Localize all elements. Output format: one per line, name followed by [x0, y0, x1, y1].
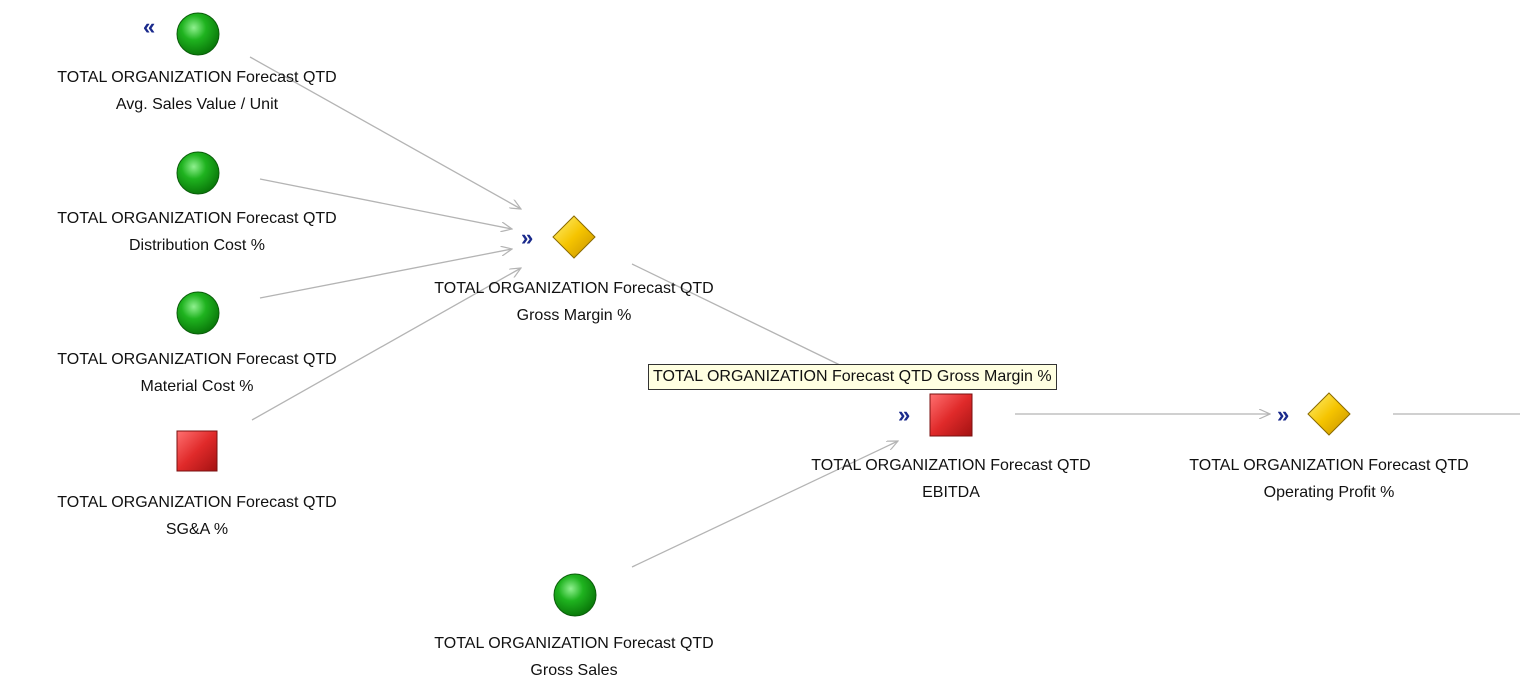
- node-label-distribution-cost: TOTAL ORGANIZATION Forecast QTD Distribu…: [0, 205, 407, 259]
- node-label-line1: TOTAL ORGANIZATION Forecast QTD: [57, 351, 337, 368]
- node-label-avg-sales: TOTAL ORGANIZATION Forecast QTD Avg. Sal…: [0, 64, 407, 118]
- node-label-line2: Operating Profit %: [1263, 484, 1395, 501]
- node-label-line1: TOTAL ORGANIZATION Forecast QTD: [57, 494, 337, 511]
- node-label-line2: SG&A %: [165, 521, 229, 538]
- status-yellow-diamond-icon[interactable]: [551, 214, 597, 260]
- node-label-line2: Gross Sales: [530, 662, 618, 679]
- node-label-operating-profit: TOTAL ORGANIZATION Forecast QTD Operatin…: [1119, 452, 1520, 506]
- status-green-circle-icon[interactable]: [175, 290, 221, 336]
- status-green-circle-icon[interactable]: [175, 11, 221, 57]
- node-label-gross-margin: TOTAL ORGANIZATION Forecast QTD Gross Ma…: [364, 275, 784, 329]
- node-label-line1: TOTAL ORGANIZATION Forecast QTD: [57, 210, 337, 227]
- node-label-line1: TOTAL ORGANIZATION Forecast QTD: [1189, 457, 1469, 474]
- status-red-square-icon[interactable]: [176, 430, 218, 472]
- tooltip: TOTAL ORGANIZATION Forecast QTD Gross Ma…: [648, 364, 1057, 390]
- node-label-line2: Material Cost %: [140, 378, 254, 395]
- node-label-line1: TOTAL ORGANIZATION Forecast QTD: [57, 69, 337, 86]
- status-yellow-diamond-icon[interactable]: [1306, 391, 1352, 437]
- node-label-material-cost: TOTAL ORGANIZATION Forecast QTD Material…: [0, 346, 407, 400]
- node-label-line1: TOTAL ORGANIZATION Forecast QTD: [434, 635, 714, 652]
- node-label-ebitda: TOTAL ORGANIZATION Forecast QTD EBITDA: [741, 452, 1161, 506]
- node-label-line1: TOTAL ORGANIZATION Forecast QTD: [434, 280, 714, 297]
- status-green-circle-icon[interactable]: [552, 572, 598, 618]
- expand-icon[interactable]: »: [1277, 402, 1290, 427]
- status-green-circle-icon[interactable]: [175, 150, 221, 196]
- collapse-icon[interactable]: «: [143, 14, 156, 39]
- node-label-line1: TOTAL ORGANIZATION Forecast QTD: [811, 457, 1091, 474]
- expand-icon[interactable]: »: [521, 225, 534, 250]
- node-label-sga: TOTAL ORGANIZATION Forecast QTD SG&A %: [0, 489, 407, 543]
- node-label-line2: Distribution Cost %: [128, 237, 266, 254]
- node-label-line2: EBITDA: [922, 484, 980, 501]
- status-red-square-icon[interactable]: [929, 393, 973, 437]
- node-label-gross-sales: TOTAL ORGANIZATION Forecast QTD Gross Sa…: [364, 630, 784, 684]
- node-label-line2: Gross Margin %: [516, 307, 632, 324]
- node-label-line2: Avg. Sales Value / Unit: [115, 96, 279, 113]
- expand-icon[interactable]: »: [898, 402, 911, 427]
